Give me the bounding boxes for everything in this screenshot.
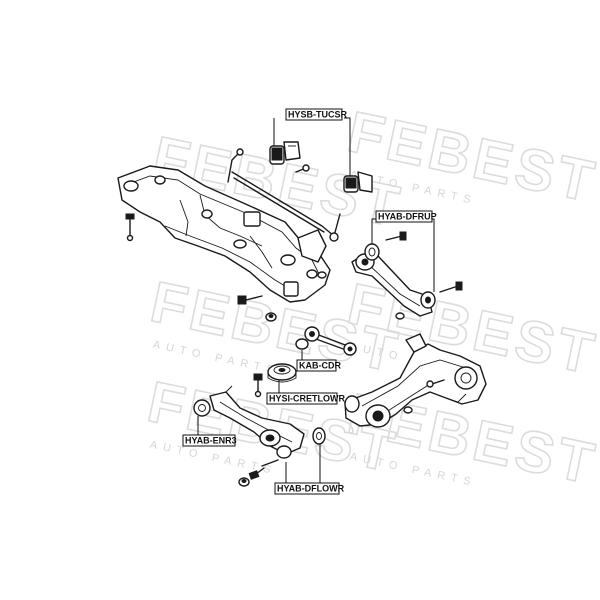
upper-arm-bolt-top bbox=[385, 231, 407, 241]
label-kab-cdr-text: KAB-CDR bbox=[299, 361, 341, 371]
watermark-group: FEBEST AUTO PARTS FEBEST AUTO PARTS FEBE… bbox=[141, 98, 600, 498]
label-hyab-dfrup: HYAB-DFRUP bbox=[375, 210, 437, 223]
lower-arm-bushing-left bbox=[193, 399, 211, 417]
spring-seat-insulator bbox=[267, 363, 297, 383]
label-hyab-enr3: HYAB-ENR3 bbox=[182, 434, 237, 447]
label-hyab-enr3-text: HYAB-ENR3 bbox=[185, 436, 237, 446]
subframe-nut bbox=[265, 312, 277, 322]
upper-arm-bushing bbox=[364, 243, 380, 261]
label-hysb-tucsr: HYSB-TUCSR bbox=[285, 108, 348, 121]
label-hyab-dfrup-text: HYAB-DFRUP bbox=[378, 212, 437, 222]
label-hysi-cretlowr-text: HYSI-CRETLOWR bbox=[269, 394, 345, 404]
lower-arm-nut bbox=[238, 477, 250, 487]
label-hysi-cretlowr: HYSI-CRETLOWR bbox=[266, 392, 345, 405]
rear-knuckle-arm bbox=[344, 333, 487, 428]
lower-control-arm bbox=[209, 385, 305, 459]
label-hyab-dflowr: HYAB-DFLOWR bbox=[274, 482, 345, 495]
knuckle-small-bolt bbox=[426, 379, 445, 388]
lower-arm-bolt bbox=[248, 459, 279, 480]
rear-subframe bbox=[117, 165, 331, 303]
upper-control-arm bbox=[351, 251, 436, 317]
spring-seat-bolt bbox=[253, 373, 263, 398]
label-kab-cdr: KAB-CDR bbox=[296, 359, 341, 372]
label-hyab-dflowr-text: HYAB-DFLOWR bbox=[277, 484, 345, 494]
leader-lines bbox=[197, 117, 435, 484]
lower-arm-bushing-right bbox=[312, 427, 326, 445]
camber-link-rod bbox=[304, 326, 357, 356]
stabilizer-bushing-right bbox=[343, 171, 373, 193]
stabilizer-bushing-left bbox=[269, 141, 310, 173]
upper-arm-nut bbox=[395, 312, 405, 320]
stabilizer-bar bbox=[227, 148, 341, 242]
label-hysb-tucsr-text: HYSB-TUCSR bbox=[288, 110, 348, 120]
knuckle-nut bbox=[403, 406, 413, 414]
upper-arm-bolt-right bbox=[439, 281, 463, 293]
subframe-small-nut bbox=[317, 271, 327, 279]
camber-link-bushing bbox=[295, 338, 309, 350]
subframe-bolt-left bbox=[125, 213, 135, 242]
subframe-bolt-lower bbox=[237, 295, 263, 305]
